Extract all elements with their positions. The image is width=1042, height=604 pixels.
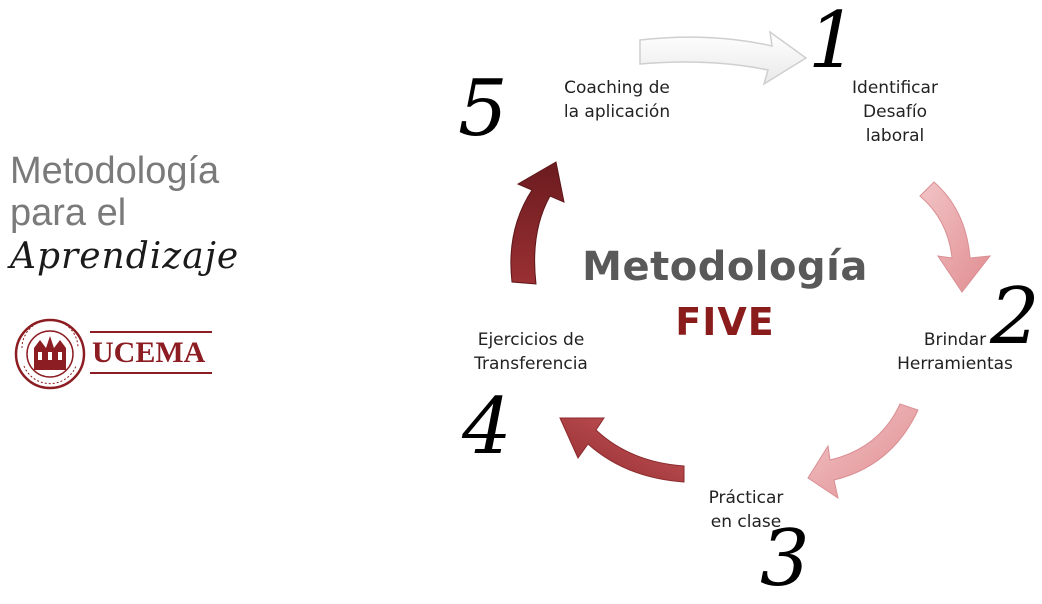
- side-title-line2: para el: [10, 192, 127, 234]
- step-1-label-line3: laboral: [865, 126, 925, 146]
- step-5-label-line1: Coaching de: [564, 78, 670, 98]
- step-4-label: Ejercicios de Transferencia: [456, 328, 606, 376]
- logo-rule-bottom: [90, 372, 212, 374]
- step-3-label-line1: Prácticar: [708, 488, 784, 508]
- step-3-label: Prácticar en clase: [676, 486, 816, 534]
- step-4-label-line1: Ejercicios de: [477, 330, 585, 350]
- side-title-line3: Aprendizaje: [10, 236, 240, 277]
- step-5-label-line2: la aplicación: [563, 102, 671, 122]
- step-5-label: Coaching de la aplicación: [542, 76, 692, 124]
- step-4-number: 4: [462, 382, 512, 472]
- arrow-4-to-5: [510, 161, 565, 285]
- arrow-1-to-2: [919, 181, 992, 293]
- arrow-5-to-1: [639, 30, 808, 86]
- step-3-number: 3: [760, 514, 810, 604]
- side-title: Metodología para el Aprendizaje: [10, 150, 239, 278]
- ucema-seal-logo: [14, 318, 86, 390]
- logo-rule-top: [90, 331, 212, 333]
- step-1-number: 1: [808, 0, 858, 86]
- step-4-label-line2: Transferencia: [474, 354, 588, 374]
- step-3-label-line2: en clase: [710, 512, 782, 532]
- side-title-line1: Metodología: [10, 150, 220, 192]
- step-2-label: Brindar Herramientas: [880, 328, 1030, 376]
- center-title: Metodología: [582, 244, 868, 290]
- logo-wordmark: UCEMA: [92, 336, 206, 369]
- step-2-label-line2: Herramientas: [897, 354, 1013, 374]
- step-1-label-line1: Identificar: [852, 78, 938, 98]
- step-2-number: 2: [990, 272, 1040, 362]
- step-5-number: 5: [458, 64, 508, 154]
- arrow-3-to-4: [559, 417, 685, 483]
- arrow-2-to-3: [807, 403, 919, 500]
- center-subtitle: FIVE: [675, 300, 775, 344]
- step-1-label: Identificar Desafío laboral: [820, 76, 970, 148]
- step-1-label-line2: Desafío: [863, 102, 927, 122]
- step-2-label-line1: Brindar: [923, 330, 987, 350]
